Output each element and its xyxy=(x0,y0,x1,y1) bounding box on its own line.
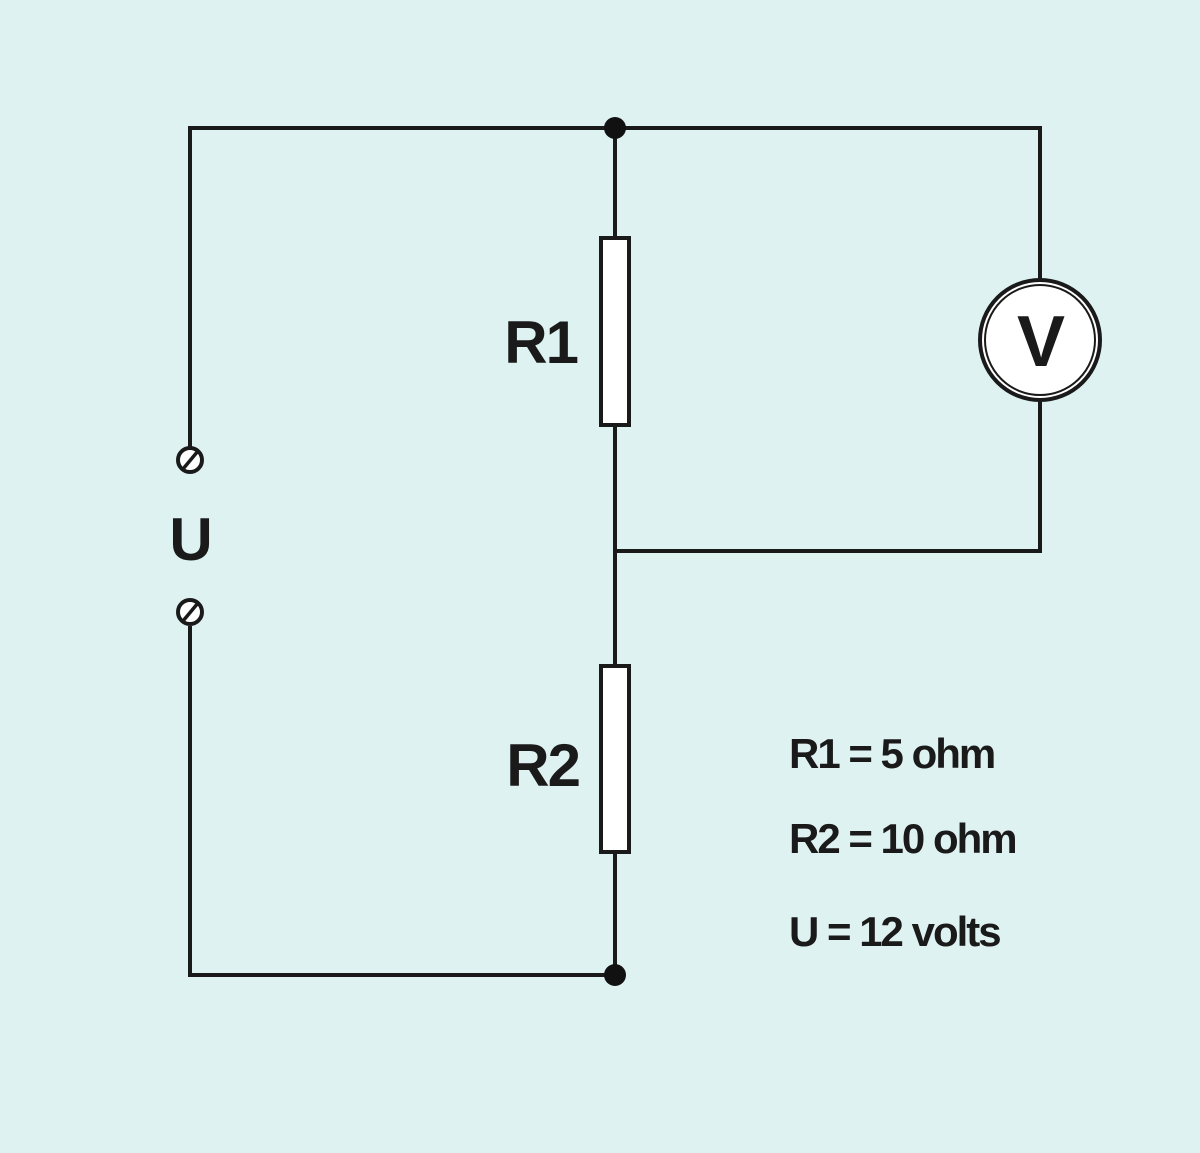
resistor-r1 xyxy=(599,236,631,427)
r2-label: R2 xyxy=(506,732,579,799)
source-terminal-top xyxy=(176,446,204,474)
r1-label: R1 xyxy=(504,309,577,376)
values-legend: R1 = 5 ohm R2 = 10 ohm U = 12 volts xyxy=(789,730,1018,955)
voltmeter-inner-ring xyxy=(984,284,1096,396)
source-label: U xyxy=(169,506,210,573)
voltmeter-label: V xyxy=(1017,302,1065,382)
voltmeter-body xyxy=(978,278,1102,402)
u-value: U = 12 volts xyxy=(789,908,1000,955)
junction-top-node xyxy=(604,117,626,139)
r2-value: R2 = 10 ohm xyxy=(789,815,1016,862)
junction-bottom-node xyxy=(604,964,626,986)
voltmeter: V xyxy=(978,278,1102,402)
source-terminal-bottom xyxy=(176,598,204,626)
resistor-r2 xyxy=(599,664,631,854)
r1-value: R1 = 5 ohm xyxy=(789,730,994,777)
